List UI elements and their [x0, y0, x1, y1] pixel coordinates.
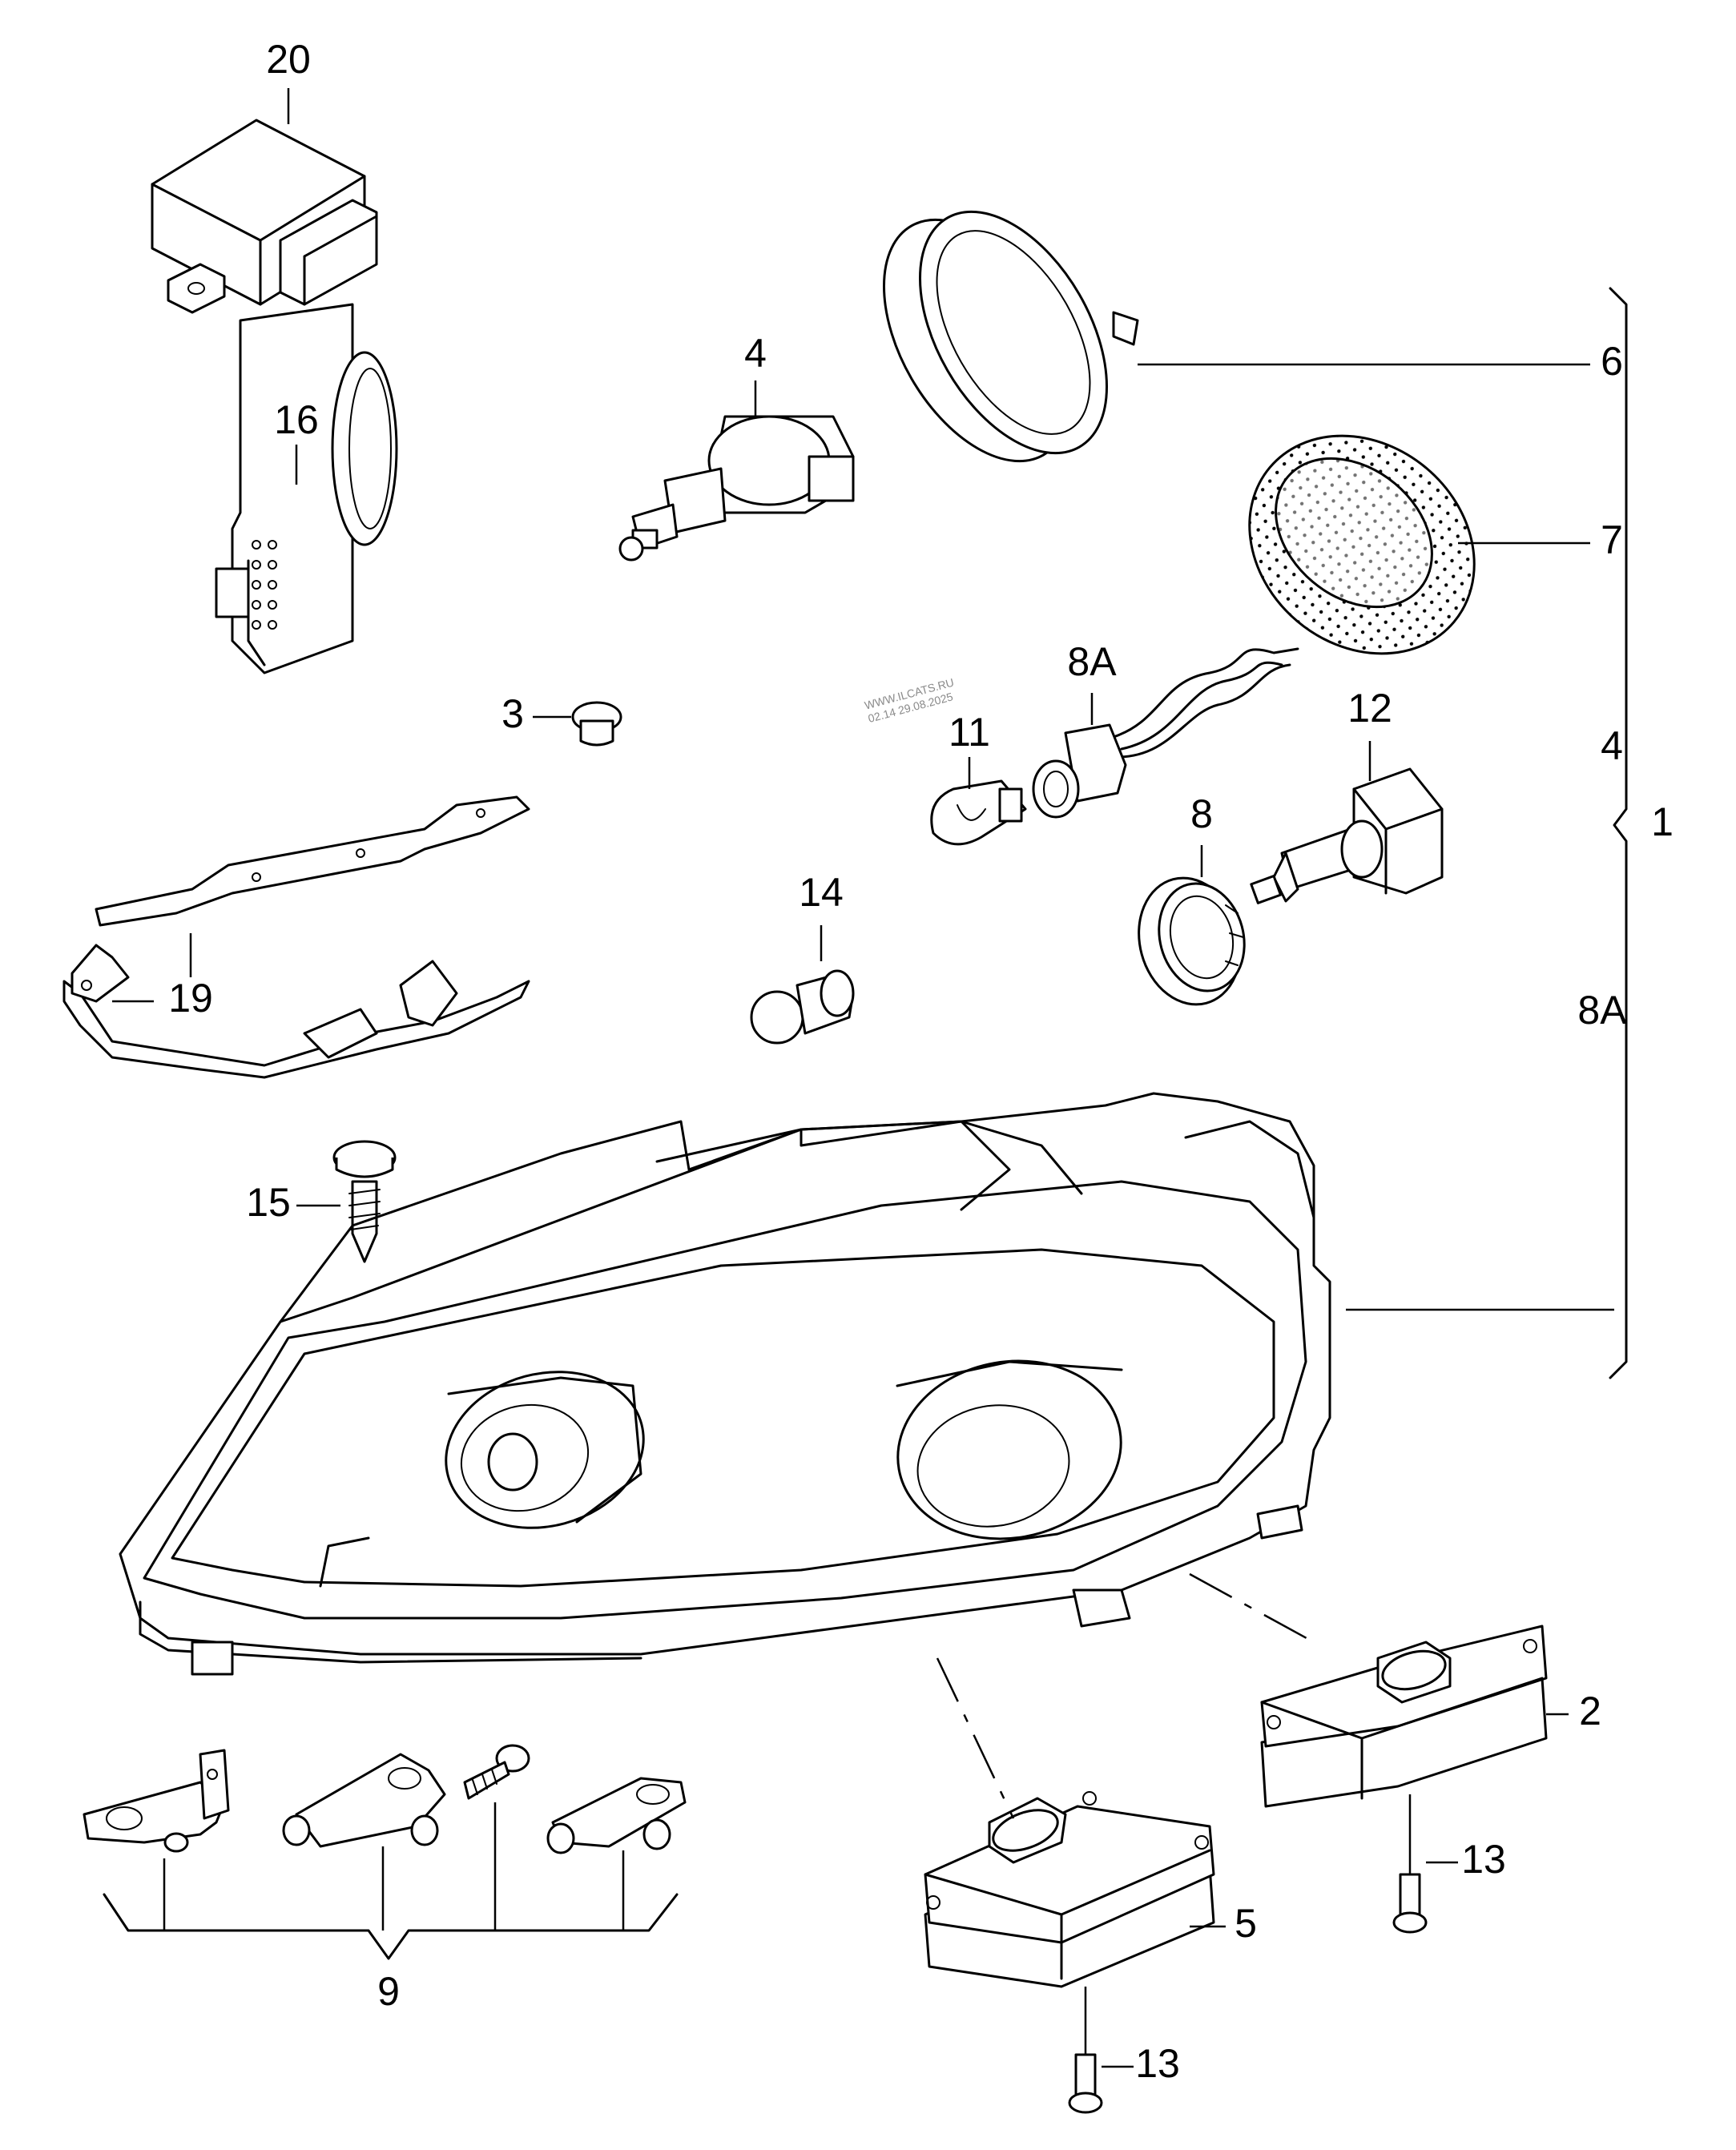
part-8-retaining-ring[interactable] [1125, 867, 1255, 1017]
callout-6: 6 [1601, 339, 1623, 384]
part-8A-wire-harness[interactable] [1032, 647, 1299, 819]
headlight-housing[interactable] [119, 1092, 1331, 1676]
part-19-brackets[interactable] [62, 795, 530, 1079]
callout-13-lower: 13 [1135, 2041, 1180, 2086]
callout-4-bulb: 4 [744, 331, 767, 376]
part-4-bulb[interactable] [618, 415, 855, 562]
part-9-mounting-brackets[interactable] [83, 1744, 687, 1854]
part-14-bulb[interactable] [750, 969, 855, 1045]
part-2-ballast[interactable] [1260, 1625, 1548, 1808]
callout-1: 1 [1651, 799, 1674, 844]
watermark: WWW.ILCATS.RU 02.14 29.08.2025 [863, 675, 955, 725]
callout-7: 7 [1601, 517, 1623, 562]
part-12-xenon-bulb[interactable] [1250, 767, 1444, 904]
part-7-seal-ring[interactable] [1206, 391, 1519, 699]
part-16-connector[interactable] [215, 303, 398, 674]
connector-pins [252, 540, 277, 630]
part-3-cap[interactable] [571, 701, 622, 747]
callout-8A-wire: 8A [1067, 639, 1117, 684]
callout-9: 9 [377, 1969, 400, 2014]
callout-3: 3 [501, 691, 524, 736]
callout-12: 12 [1347, 686, 1392, 731]
callout-14: 14 [799, 870, 844, 915]
part-6-cover-cap[interactable] [845, 180, 1146, 493]
part-5-ballast[interactable] [924, 1791, 1215, 1988]
callout-8: 8 [1190, 791, 1213, 836]
assembly-bracket [1609, 287, 1628, 1379]
callout-5: 5 [1235, 1901, 1257, 1946]
callout-16: 16 [274, 397, 319, 442]
callout-11: 11 [949, 710, 990, 755]
part-11-wedge-bulb[interactable] [930, 779, 1027, 846]
callout-19: 19 [168, 976, 213, 1021]
callout-2: 2 [1579, 1689, 1601, 1733]
part-20-control-module[interactable] [151, 119, 378, 314]
part-13-screw-lower[interactable] [1068, 1987, 1103, 2114]
callout-8A-side: 8A [1577, 988, 1627, 1033]
callout-20: 20 [266, 37, 311, 82]
part-13-screw-upper[interactable] [1392, 1794, 1428, 1934]
callout-13-upper: 13 [1461, 1837, 1506, 1882]
callout-15: 15 [246, 1180, 291, 1225]
part-15-screw[interactable] [332, 1140, 397, 1263]
callout-4-side: 4 [1601, 723, 1623, 768]
